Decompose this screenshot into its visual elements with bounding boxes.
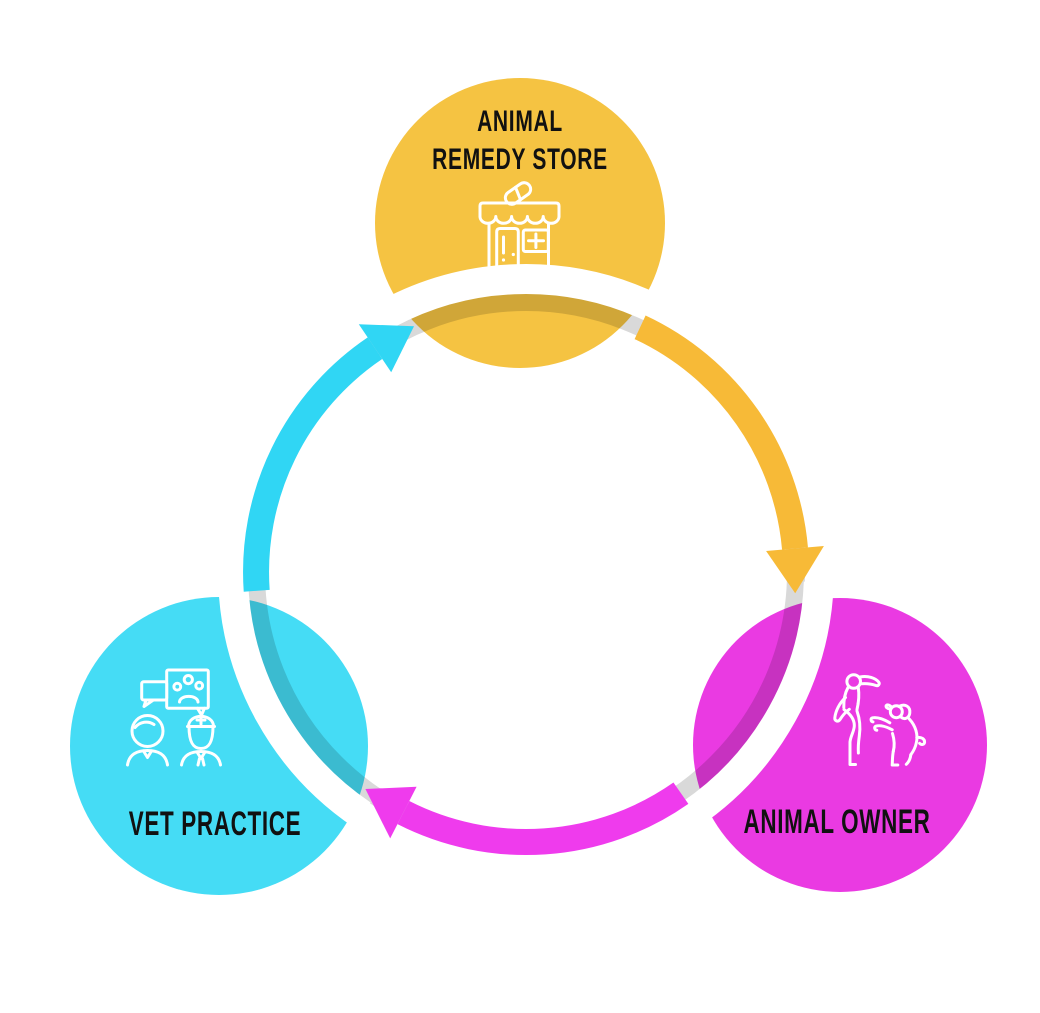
edge-owner-to-vet [365,782,689,855]
node-label-animal-owner: ANIMAL OWNER [722,805,953,839]
person-playing-with-dog-icon [833,673,927,767]
arrowhead-down-icon [766,546,824,594]
ring-gap-left [218,581,371,828]
vet-and-client-chat-icon [126,668,222,767]
edge-vet-to-store-arc [243,337,383,592]
node-label-animal-remedy-store: ANIMAL REMEDY STORE [398,103,643,179]
arrowhead-left-icon [365,786,417,839]
label-line: ANIMAL OWNER [743,803,931,841]
ring-gap-right [681,581,834,828]
storefront-with-pill-icon [478,181,561,271]
ring-gap-top [381,264,661,327]
edge-store-to-owner-arc [634,315,808,550]
edge-vet-to-store [243,324,414,592]
node-label-vet-practice: VET PRACTICE [99,807,330,841]
label-line: ANIMAL [477,105,563,138]
arrowhead-up-icon [358,324,414,373]
label-line: VET PRACTICE [128,805,302,843]
edge-store-to-owner [634,315,824,594]
node-circle-animal-owner [693,598,987,892]
edge-owner-to-vet-arc [397,782,689,855]
node-circle-vet-practice [70,597,368,895]
label-line: REMEDY STORE [432,143,608,176]
